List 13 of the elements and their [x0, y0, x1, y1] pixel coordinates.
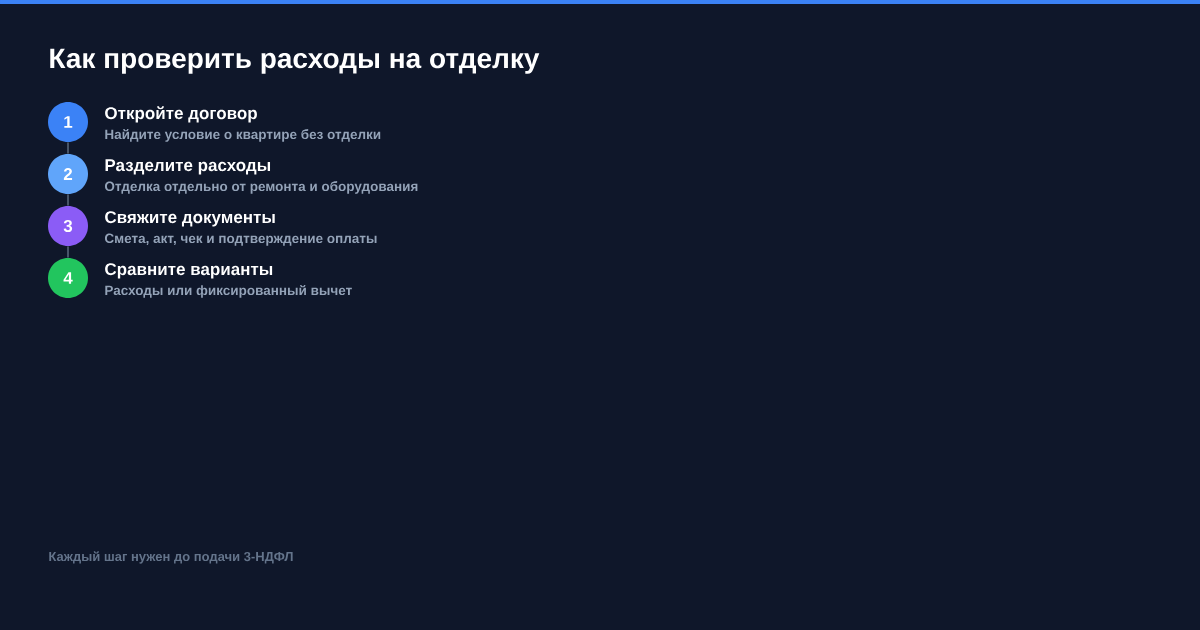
footnote: Каждый шаг нужен до подачи 3-НДФЛ [49, 551, 293, 564]
step-title: Свяжите документы [105, 211, 275, 227]
step-description: Отделка отдельно от ремонта и оборудования [104, 181, 418, 194]
title: Как проверить расходы на отделку [50, 48, 540, 74]
step-description: Найдите условие о квартире без отделки [105, 128, 381, 142]
step-description: Смета, акт, чек и подтверждение оплаты [104, 233, 377, 246]
connector-line [67, 193, 69, 207]
step-title: Сравните варианты [105, 263, 273, 279]
connector-line [67, 245, 69, 259]
connector-line [67, 141, 69, 155]
step-title: Откройте договор [105, 106, 257, 123]
step-title: Разделите расходы [105, 159, 270, 175]
step-description: Расходы или фиксированный вычет [105, 284, 352, 298]
